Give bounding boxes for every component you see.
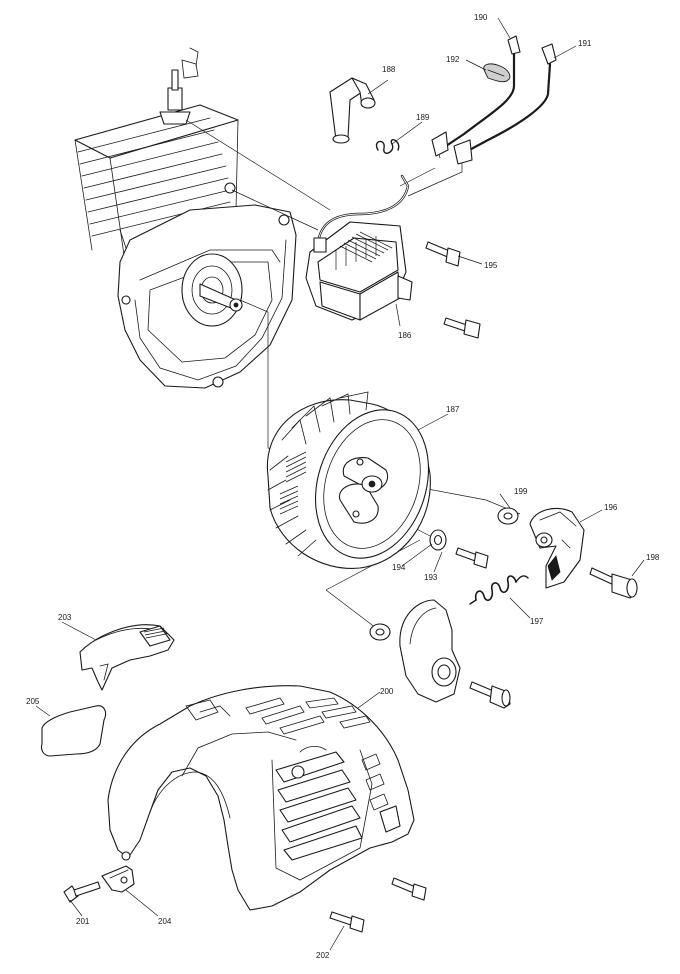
- part-190-wire: [431, 35, 521, 157]
- part-188-spark-plug-cap: [329, 77, 376, 144]
- cover-screw-right: [391, 877, 427, 901]
- coil-mounting-bolt: [443, 317, 481, 339]
- part-195-bolt: [425, 241, 461, 267]
- label-192: 192: [446, 55, 460, 64]
- lower-clutch-bolt: [469, 681, 511, 709]
- part-187-flywheel: [266, 391, 431, 569]
- part-199-washer: [497, 507, 519, 525]
- label-187: 187: [446, 405, 460, 414]
- label-205: 205: [26, 697, 40, 706]
- label-194: 194: [392, 563, 406, 572]
- label-190: 190: [474, 13, 488, 22]
- label-202: 202: [316, 951, 330, 960]
- label-201: 201: [76, 917, 90, 926]
- label-191: 191: [578, 39, 592, 48]
- label-199: 199: [514, 487, 528, 496]
- part-number-labels: 188 189 190 191 192 195 186 187 199 196 …: [26, 13, 660, 960]
- clutch-washer: [369, 623, 391, 641]
- part-189-spring: [375, 139, 400, 154]
- part-192-grommet: [483, 63, 511, 83]
- part-201-screw: [63, 881, 101, 903]
- clutch-shoe-lower: [399, 599, 461, 703]
- label-197: 197: [530, 617, 544, 626]
- engine-block: [74, 47, 297, 389]
- label-203: 203: [58, 613, 72, 622]
- part-202-screw: [329, 911, 365, 933]
- part-197-spring: [469, 575, 529, 605]
- part-191-wire: [453, 43, 557, 165]
- part-203-cover: [79, 624, 175, 691]
- part-186-ignition-coil: [305, 174, 413, 321]
- part-196-clutch-shoe: [529, 507, 585, 589]
- part-194-washer: [429, 529, 447, 551]
- label-204: 204: [158, 917, 172, 926]
- label-193: 193: [424, 573, 438, 582]
- label-196: 196: [604, 503, 618, 512]
- label-186: 186: [398, 331, 412, 340]
- part-204-bracket: [101, 865, 135, 893]
- label-200: 200: [380, 687, 394, 696]
- part-200-fan-cover: [107, 685, 415, 911]
- label-leader-lines: [35, 17, 645, 951]
- part-205-pad: [40, 705, 107, 757]
- label-195: 195: [484, 261, 498, 270]
- label-198: 198: [646, 553, 660, 562]
- part-193-bolt: [455, 547, 489, 569]
- part-198-shoulder-bolt: [589, 567, 638, 599]
- label-189: 189: [416, 113, 430, 122]
- label-188: 188: [382, 65, 396, 74]
